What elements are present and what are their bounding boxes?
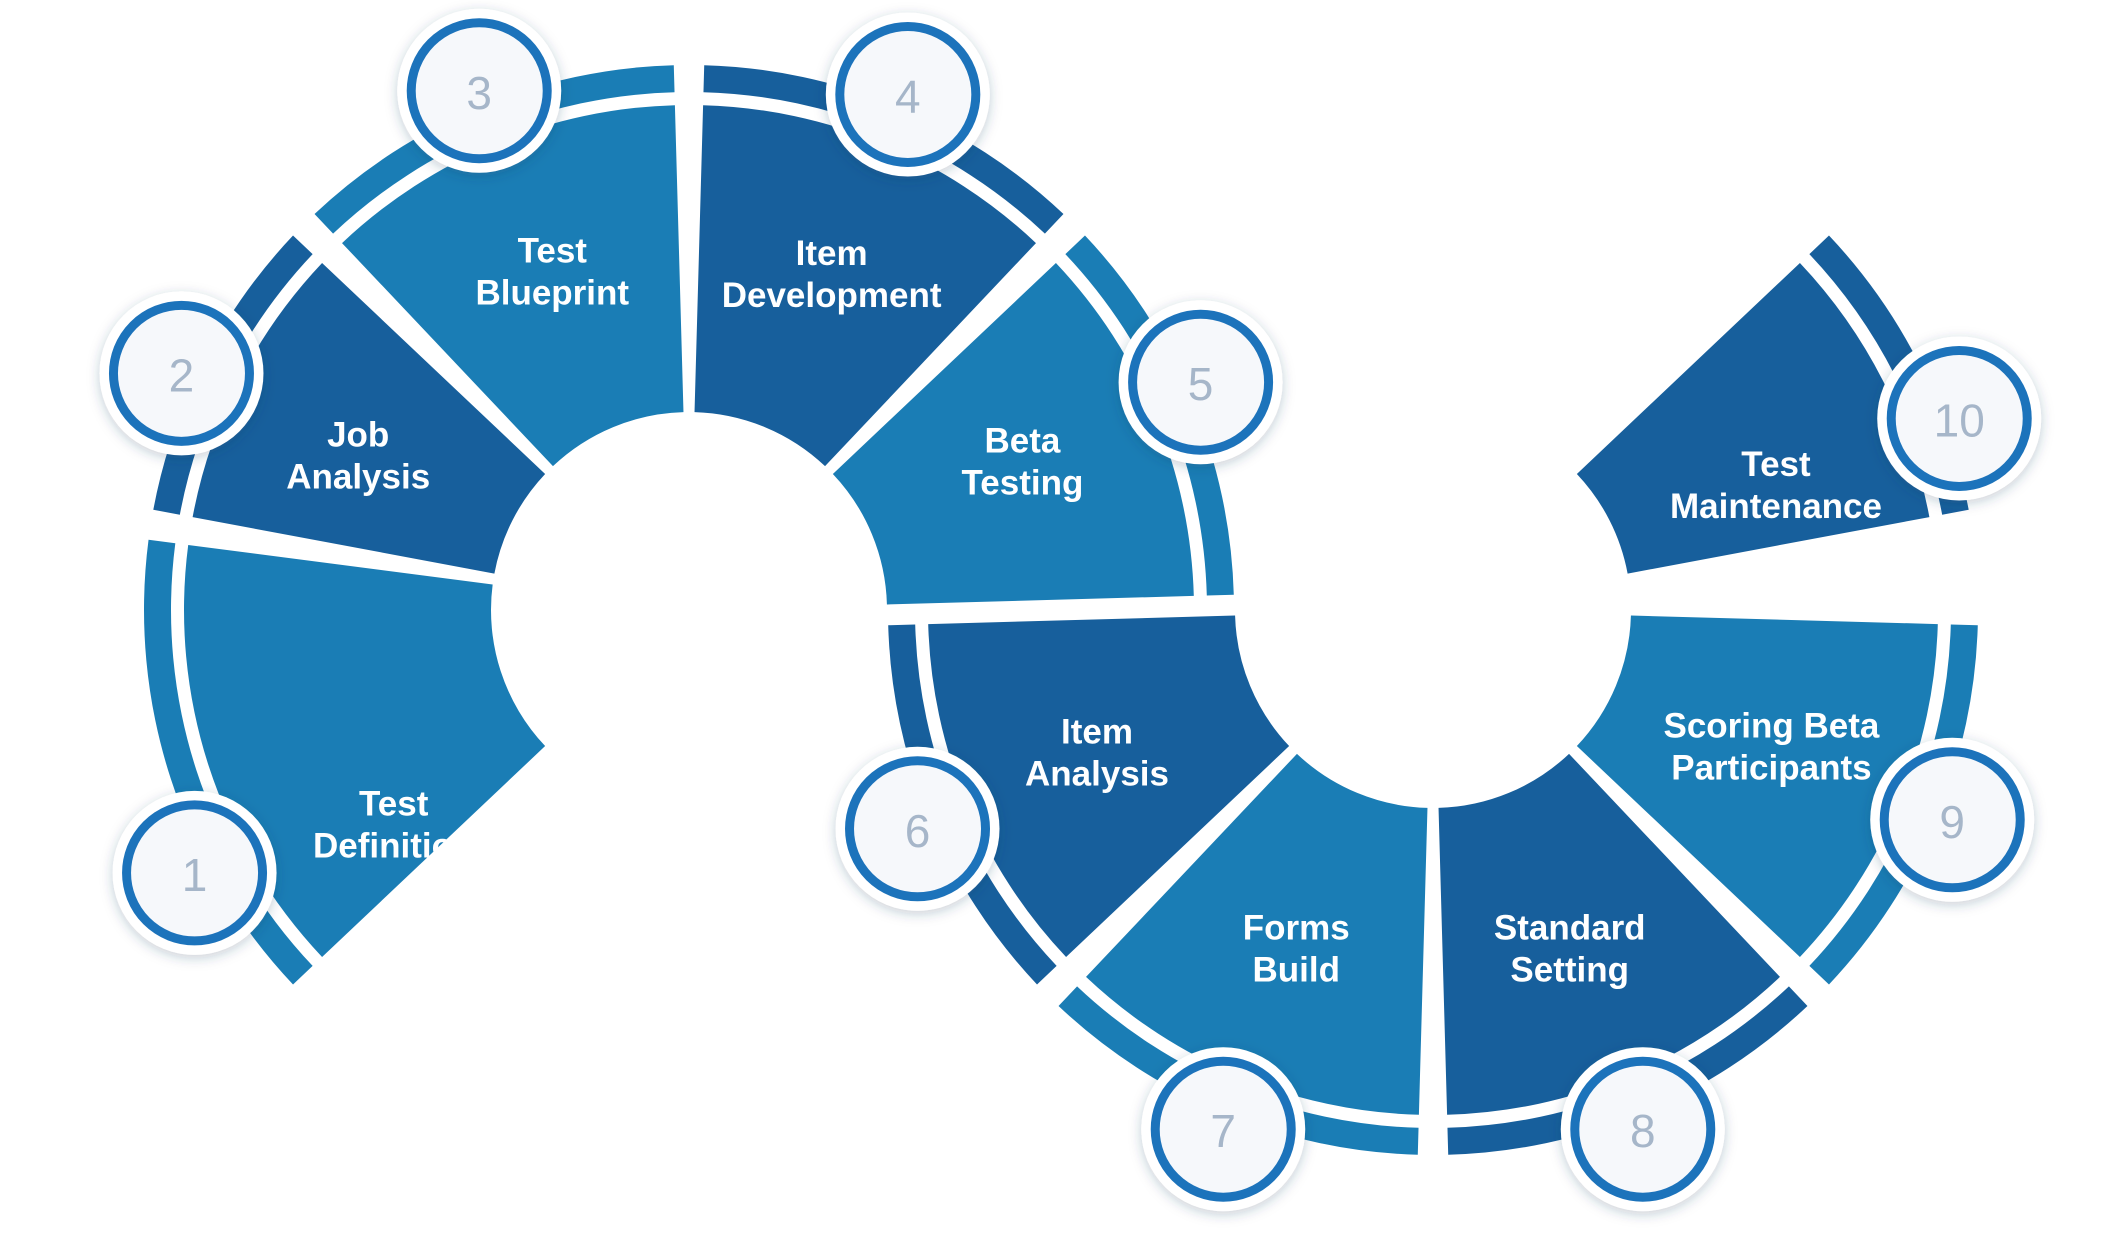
badge-ring [1886, 345, 2032, 491]
segment-step-7 [1086, 753, 1428, 1115]
step-8-label-line-1: Standard [1494, 908, 1646, 947]
segment-step-10 [1576, 263, 1930, 574]
step-7-label-line-1: Forms [1243, 908, 1350, 947]
segment-band-step-4 [703, 65, 1064, 234]
badge-ring [845, 756, 991, 902]
step-7-label-line-2: Build [1253, 950, 1340, 989]
step-6-badge: 6 [835, 746, 1000, 911]
step-4-badge: 4 [825, 12, 990, 177]
step-8-label-line-2: Setting [1510, 950, 1629, 989]
segment-band-step-6 [888, 624, 1057, 985]
segment-band-step-9 [1809, 624, 1978, 985]
badge-ring [835, 22, 981, 168]
badge-ring [406, 18, 552, 164]
segment-band-step-7 [1058, 986, 1419, 1155]
step-9-label-line-2: Participants [1671, 749, 1871, 788]
step-10-label-line-2: Maintenance [1670, 487, 1882, 526]
step-10-number: 10 [1934, 394, 1985, 446]
step-2-badge: 2 [99, 291, 264, 456]
step-2-label-line-1: Job [327, 416, 389, 455]
badge-ring [1150, 1056, 1296, 1202]
badge-ring [108, 300, 254, 446]
step-3-label-line-2: Blueprint [475, 274, 629, 313]
step-8-badge: 8 [1560, 1047, 1725, 1212]
step-5-label-line-1: Beta [985, 422, 1061, 461]
badge-ring [122, 800, 268, 946]
step-9-label-line-1: Scoring Beta [1663, 707, 1879, 746]
step-9-badge: 9 [1870, 737, 2035, 902]
segment-step-3 [342, 105, 684, 467]
step-5-badge: 5 [1118, 300, 1283, 465]
step-4-number: 4 [895, 71, 921, 123]
step-4-label-line-2: Development [722, 276, 942, 315]
step-7-number: 7 [1210, 1105, 1236, 1157]
segment-step-9 [1576, 615, 1938, 957]
badge-ring [1879, 747, 2025, 893]
step-4-label-line-1: Item [796, 234, 868, 273]
step-3-badge: 3 [397, 8, 562, 173]
segment-step-8 [1438, 753, 1780, 1115]
segment-band-step-8 [1447, 986, 1808, 1155]
step-8-number: 8 [1630, 1105, 1656, 1157]
step-10-label-line-1: Test [1741, 445, 1811, 484]
segment-step-2 [192, 263, 546, 574]
step-6-label-line-2: Analysis [1025, 755, 1169, 794]
badge-ring [1128, 309, 1274, 455]
step-1-label-line-2: Definition [313, 827, 474, 866]
segment-step-6 [928, 615, 1290, 957]
step-2-label-line-2: Analysis [286, 458, 430, 497]
badge-ring [1570, 1056, 1716, 1202]
segment-band-step-3 [314, 65, 675, 234]
segment-step-4 [694, 105, 1036, 467]
step-1-label-line-1: Test [359, 785, 429, 824]
step-3-label-line-1: Test [518, 232, 588, 271]
step-10-badge: 10 [1877, 336, 2042, 501]
step-5-label-line-2: Testing [962, 464, 1084, 503]
step-1-badge: 1 [112, 790, 277, 955]
step-9-number: 9 [1939, 796, 1965, 848]
step-6-number: 6 [905, 805, 931, 857]
segment-step-5 [832, 263, 1194, 605]
step-5-number: 5 [1188, 358, 1214, 410]
step-1-number: 1 [182, 849, 208, 901]
step-3-number: 3 [466, 67, 492, 119]
segment-band-step-5 [1065, 235, 1234, 596]
step-2-number: 2 [169, 349, 195, 401]
step-7-badge: 7 [1141, 1047, 1306, 1212]
step-6-label-line-1: Item [1061, 713, 1133, 752]
